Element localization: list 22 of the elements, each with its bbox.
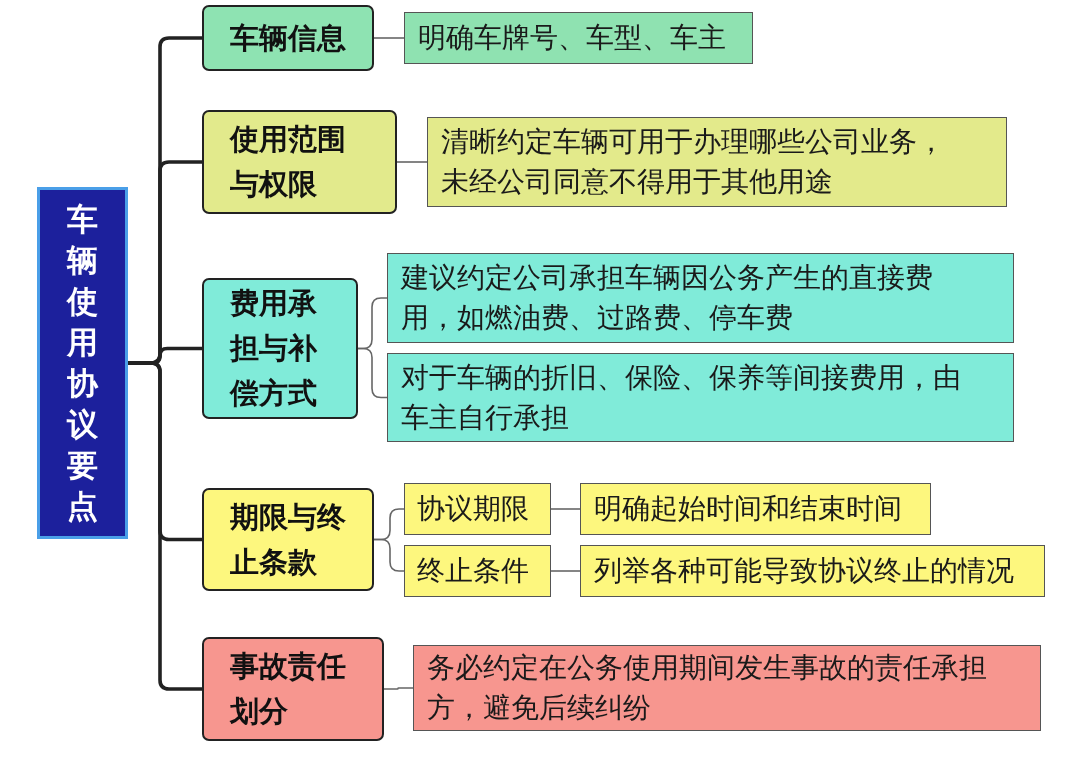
connector-line [550, 570, 581, 572]
connector-line [357, 347, 388, 399]
category-box: 车辆信息 [202, 5, 374, 71]
category-box: 费用承担与补偿方式 [202, 278, 358, 419]
connector-line [383, 687, 414, 690]
detail-box: 列举各种可能导致协议终止的情况 [580, 545, 1045, 597]
detail-box: 明确车牌号、车型、车主 [404, 12, 753, 64]
connector-line [128, 361, 202, 691]
category-box: 期限与终止条款 [202, 488, 374, 591]
category-box: 事故责任划分 [202, 637, 384, 741]
category-box: 使用范围与权限 [202, 110, 397, 214]
detail-box: 对于车辆的折旧、保险、保养等间接费用，由车主自行承担 [387, 353, 1014, 442]
connector-line [373, 37, 405, 39]
detail-box: 明确起始时间和结束时间 [580, 483, 931, 535]
subcategory-box: 终止条件 [404, 545, 551, 597]
detail-box: 务必约定在公务使用期间发生事故的责任承担方，避免后续纠纷 [413, 645, 1041, 731]
subcategory-box: 协议期限 [404, 483, 551, 535]
topic-box: 车辆使用协议要点 [37, 187, 128, 539]
connector-line [550, 508, 581, 510]
detail-box: 清晰约定车辆可用于办理哪些公司业务，未经公司同意不得用于其他用途 [427, 117, 1007, 207]
connector-line [396, 161, 428, 163]
detail-box: 建议约定公司承担车辆因公务产生的直接费用，如燃油费、过路费、停车费 [387, 253, 1014, 343]
